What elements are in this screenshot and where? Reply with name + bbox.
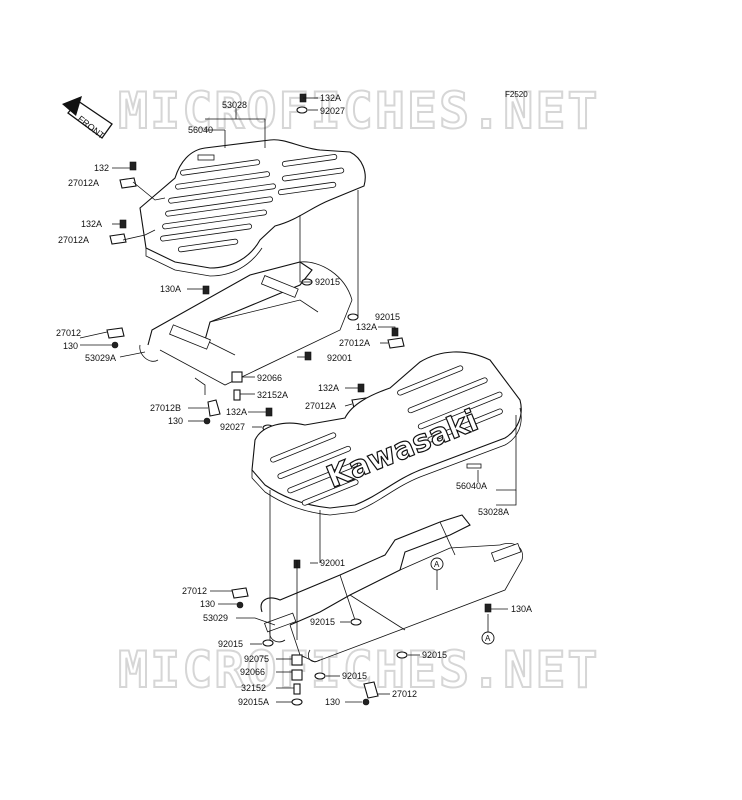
callout: 92075	[244, 654, 269, 664]
figure-id: F2520	[505, 90, 528, 99]
callout: 92015	[218, 639, 243, 649]
callout: 130	[63, 341, 78, 351]
callout: 92015A	[238, 697, 269, 707]
callout: 92027	[220, 422, 245, 432]
callout: 130	[200, 599, 215, 609]
watermark-bottom: MICROFICHES.NET	[118, 641, 600, 699]
callout: 53028A	[478, 507, 509, 517]
callout: 27012B	[150, 403, 181, 413]
callout: 53028	[222, 100, 247, 110]
callout: 132A	[320, 93, 341, 103]
callout: 92066	[257, 373, 282, 383]
reference-mark-a2: A	[481, 631, 495, 645]
rear-carrier-frame	[260, 514, 523, 663]
callout: 53029	[203, 613, 228, 623]
callout: 27012A	[305, 401, 336, 411]
callout: 92066	[240, 667, 265, 677]
callout: 92001	[320, 558, 345, 568]
callout: 32152	[241, 683, 266, 693]
callout: 56040A	[456, 481, 487, 491]
front-carrier-frame	[139, 261, 353, 395]
callout: 92015	[342, 671, 367, 681]
callout: 130A	[511, 604, 532, 614]
callout: 92015	[422, 650, 447, 660]
callout: 132A	[356, 322, 377, 332]
leader-lines	[79, 97, 517, 703]
callout: 56040	[188, 125, 213, 135]
callout: 92015	[375, 312, 400, 322]
callout: 32152A	[257, 390, 288, 400]
front-arrow-icon: FRONT	[62, 96, 113, 141]
callout: 132A	[318, 383, 339, 393]
callouts: 132A 92027 53028 56040 132 27012A 132A 2…	[56, 93, 532, 707]
callout: 132A	[81, 219, 102, 229]
callout: 92015	[315, 277, 340, 287]
callout: 130	[168, 416, 183, 426]
callout: 27012	[56, 328, 81, 338]
callout: 27012A	[68, 178, 99, 188]
callout: 27012	[392, 689, 417, 699]
callout: 92001	[327, 353, 352, 363]
reference-mark-a1: A	[430, 557, 444, 571]
callout: 53029A	[85, 353, 116, 363]
callout: 27012A	[339, 338, 370, 348]
callout: 130	[325, 697, 340, 707]
callout: 130A	[160, 284, 181, 294]
callout: 92027	[320, 106, 345, 116]
callout: 27012A	[58, 235, 89, 245]
callout: 132A	[226, 407, 247, 417]
callout: 132	[94, 163, 109, 173]
callout: 27012	[182, 586, 207, 596]
watermark-top: MICROFICHES.NET	[118, 82, 600, 140]
front-carrier-plate	[139, 139, 366, 277]
svg-text:A: A	[434, 560, 440, 569]
lower-hardware	[231, 559, 492, 706]
callout: 92015	[310, 617, 335, 627]
svg-text:A: A	[485, 634, 491, 643]
